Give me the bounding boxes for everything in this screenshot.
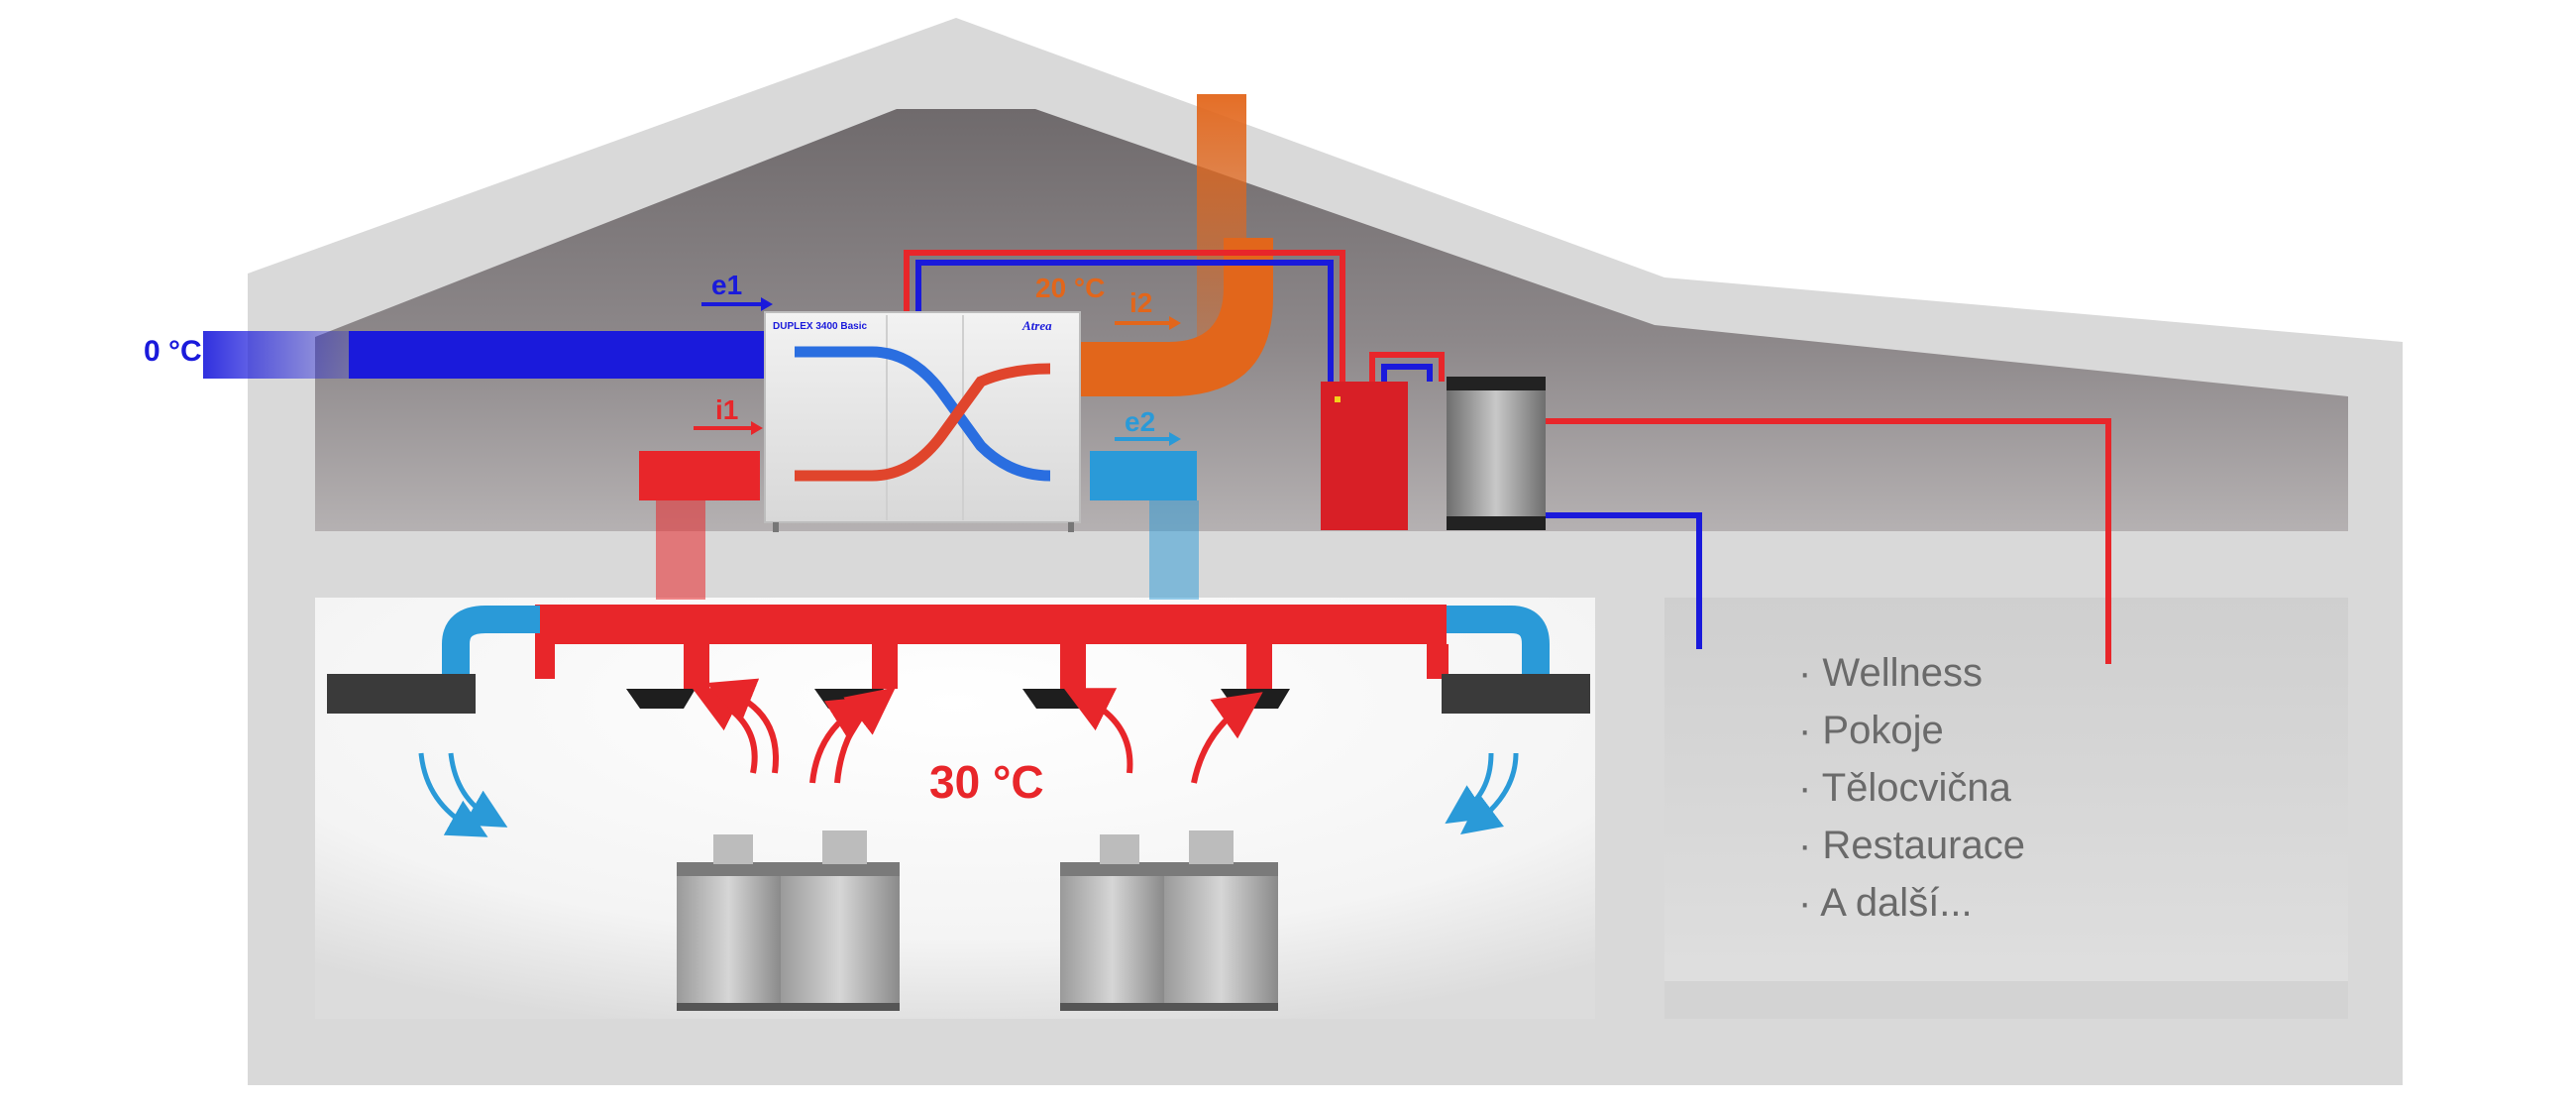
room-item-restaurace: · Restaurace [1798,824,2025,867]
exchanger-warm-flow [795,363,1051,482]
fresh-air-duct [1080,238,1273,396]
outdoor-temp-label: 0 °C [144,335,202,368]
extract-plenum [639,451,760,500]
heating-pipes [904,250,2111,664]
kitchen-extract-ducts [535,605,1449,689]
curved-arrow-icon [418,752,1519,837]
unit-brand-logo: Atrea [1021,318,1052,333]
i1-label: i1 [715,394,739,425]
rooms-list: · Wellness · Pokoje · Tělocvična · Resta… [1798,644,2025,932]
hot-water-tank [1447,377,1546,530]
e2-label: e2 [1125,406,1156,437]
room-item-wellness: · Wellness [1798,651,1983,695]
boiler [1321,382,1408,530]
supply-plenum [1090,451,1197,500]
cooking-range-icon [677,830,900,1011]
flow-arrow-icon [694,297,1181,446]
other-rooms [1664,598,2348,1019]
room-item-telocvicna: · Tělocvična [1798,766,2011,810]
room-item-a-dalsi: · A další... [1798,881,1973,925]
kitchen-temp-label: 30 °C [929,756,1044,808]
supply-grille-right [1442,674,1590,714]
i2-label: i2 [1129,287,1153,318]
unit-model-label: DUPLEX 3400 Basic [773,321,867,332]
kitchen-room [315,598,1595,1019]
outdoor-air-intake [203,331,352,379]
room-item-pokoje: · Pokoje [1798,709,1944,752]
supply-grille-left [327,674,476,714]
cooking-range-icon [1060,830,1278,1011]
supply-temp-label: 20 °C [1035,273,1106,303]
kitchen-supply-ducts [442,606,1550,674]
outdoor-air-duct [349,331,765,379]
heat-recovery-unit [764,311,1081,523]
e1-label: e1 [711,270,743,300]
exchanger-cold-flow [795,346,1051,482]
curved-arrow-icon [692,678,1263,784]
